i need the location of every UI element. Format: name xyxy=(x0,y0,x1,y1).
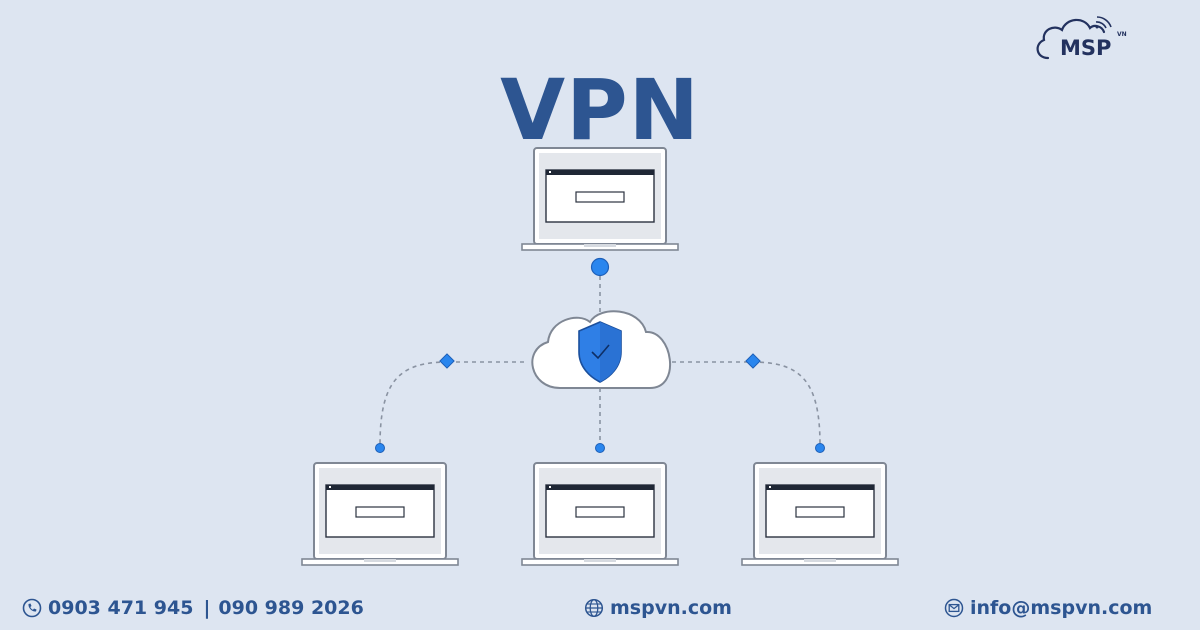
laptop-icon-top xyxy=(521,147,679,251)
laptop-icon-right xyxy=(741,462,899,566)
footer-phone[interactable]: 0903 471 945 | 090 989 2026 xyxy=(22,596,364,620)
phone-number-1[interactable]: 0903 471 945 xyxy=(48,597,194,619)
phone-icon xyxy=(22,598,42,618)
diamond-left xyxy=(439,353,455,369)
email-link[interactable]: info@mspvn.com xyxy=(970,597,1153,619)
footer-email[interactable]: info@mspvn.com xyxy=(944,596,1152,620)
website-link[interactable]: mspvn.com xyxy=(610,597,732,619)
footer-website[interactable]: mspvn.com xyxy=(584,596,732,620)
logo-text: MSP xyxy=(1060,36,1112,60)
phone-number-2[interactable]: 090 989 2026 xyxy=(218,597,364,619)
globe-icon xyxy=(584,598,604,618)
node-dot-top xyxy=(590,257,610,277)
node-dot-left xyxy=(375,443,385,453)
diamond-right xyxy=(745,353,761,369)
logo-superscript: VN xyxy=(1117,31,1127,38)
laptop-icon-middle xyxy=(521,462,679,566)
node-dot-middle xyxy=(595,443,605,453)
mail-icon xyxy=(944,598,964,618)
msp-logo xyxy=(1036,16,1112,60)
node-dot-right xyxy=(815,443,825,453)
shield-check-icon xyxy=(578,321,622,383)
laptop-icon-left xyxy=(301,462,459,566)
phone-separator: | xyxy=(203,597,211,619)
page-title: VPN xyxy=(500,61,700,159)
logo-cloud-icon xyxy=(1036,18,1106,60)
